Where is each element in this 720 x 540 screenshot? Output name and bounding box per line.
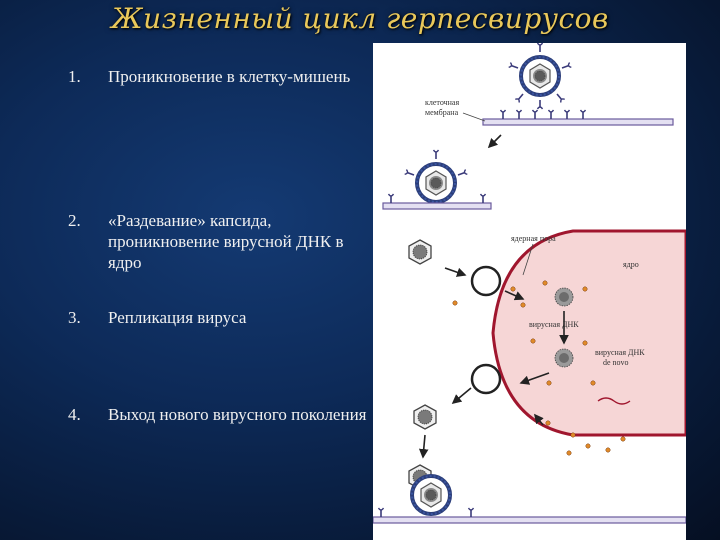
receptors (499, 109, 587, 120)
diagram-canvas: клеточная мембрана ядро ядерная пора (373, 43, 686, 524)
viral-particles (452, 280, 626, 456)
nuclear-envelope (491, 229, 686, 437)
nuclear-pores (470, 265, 502, 395)
step-text: Репликация вируса (108, 308, 247, 327)
herpesvirus-lifecycle-diagram: клеточная мембрана ядро ядерная пора (373, 43, 686, 540)
capsids (408, 239, 437, 490)
slide-title: Жизненный цикл герпесвирусов (111, 2, 609, 35)
stage-4-release (373, 474, 686, 524)
flow-arrows (418, 267, 569, 459)
nucleus: ядро (491, 229, 686, 437)
viral-dna-label: вирусная ДНК (529, 320, 579, 329)
step-text: «Раздевание» капсида, проникновение виру… (108, 211, 344, 272)
arrow-icon (487, 134, 502, 149)
membrane-label-line1: клеточная (425, 98, 459, 107)
stage-2-fusion (382, 149, 492, 210)
nucleus-label: ядро (623, 260, 639, 269)
pore-label: ядерная пора (511, 234, 556, 243)
viral-dna-new-label-line2: de novo (603, 358, 629, 367)
dna-strand-icon (597, 397, 631, 405)
step-number: 3. (68, 308, 81, 327)
step-text: Выход нового вирусного поколения (108, 405, 367, 424)
viral-dna: вирусная ДНК вирусная ДНК de novo (529, 287, 645, 368)
step-text: Проникновение в клетку-мишень (108, 67, 351, 86)
membrane-label-line2: мембрана (425, 108, 459, 117)
step-number: 2. (68, 211, 81, 230)
step-number: 4. (68, 405, 81, 424)
stage-1-attachment: клеточная мембрана (425, 43, 674, 149)
cell-membrane (373, 516, 686, 524)
step-number: 1. (68, 67, 81, 86)
viral-dna-new-label-line1: вирусная ДНК (595, 348, 645, 357)
cell-membrane (382, 202, 492, 210)
cell-membrane (482, 118, 674, 126)
